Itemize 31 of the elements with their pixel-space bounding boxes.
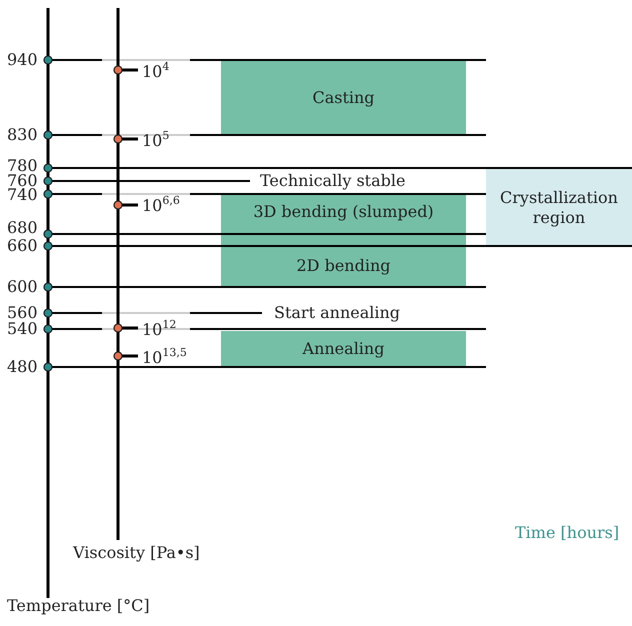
temperature-value: 830 <box>7 127 38 143</box>
process-band <box>221 195 466 237</box>
note-text: Start annealing <box>274 305 400 321</box>
temperature-value: 560 <box>7 305 38 321</box>
band-label: 3D bending (slumped) <box>253 202 434 222</box>
axis-title: Time [hours] <box>515 525 620 541</box>
temperature-value: 940 <box>7 52 38 68</box>
temperature-value: 660 <box>7 238 38 254</box>
temperature-value: 780 <box>7 158 38 174</box>
temperature-value: 540 <box>7 321 38 337</box>
viscosity-value: 10$^{6,6}$ <box>142 198 180 214</box>
process-band <box>221 331 466 366</box>
temperature-value: 740 <box>7 187 38 203</box>
temperature-value: 480 <box>7 359 38 375</box>
viscosity-value: 10$^{5}$ <box>142 133 170 149</box>
process-band <box>221 61 466 135</box>
viscosity-value: 10$^{4}$ <box>142 64 170 80</box>
band-label: Annealing <box>302 338 384 358</box>
region-band <box>486 169 632 246</box>
band-label: 2D bending <box>296 256 390 276</box>
axis-title: Temperature [°C] <box>7 598 150 614</box>
temperature-value: 600 <box>7 279 38 295</box>
axis-title: Viscosity [Pa•s] <box>73 545 200 561</box>
temperature-value: 760 <box>7 173 38 189</box>
note-text: Technically stable <box>260 173 406 189</box>
process-band <box>221 237 466 287</box>
temperature-value: 680 <box>7 220 38 236</box>
viscosity-value: 10$^{13,5}$ <box>142 350 187 366</box>
viscosity-value: 10$^{12}$ <box>142 322 176 338</box>
band-label: Crystallization region <box>499 188 619 228</box>
band-label: Casting <box>312 88 375 108</box>
